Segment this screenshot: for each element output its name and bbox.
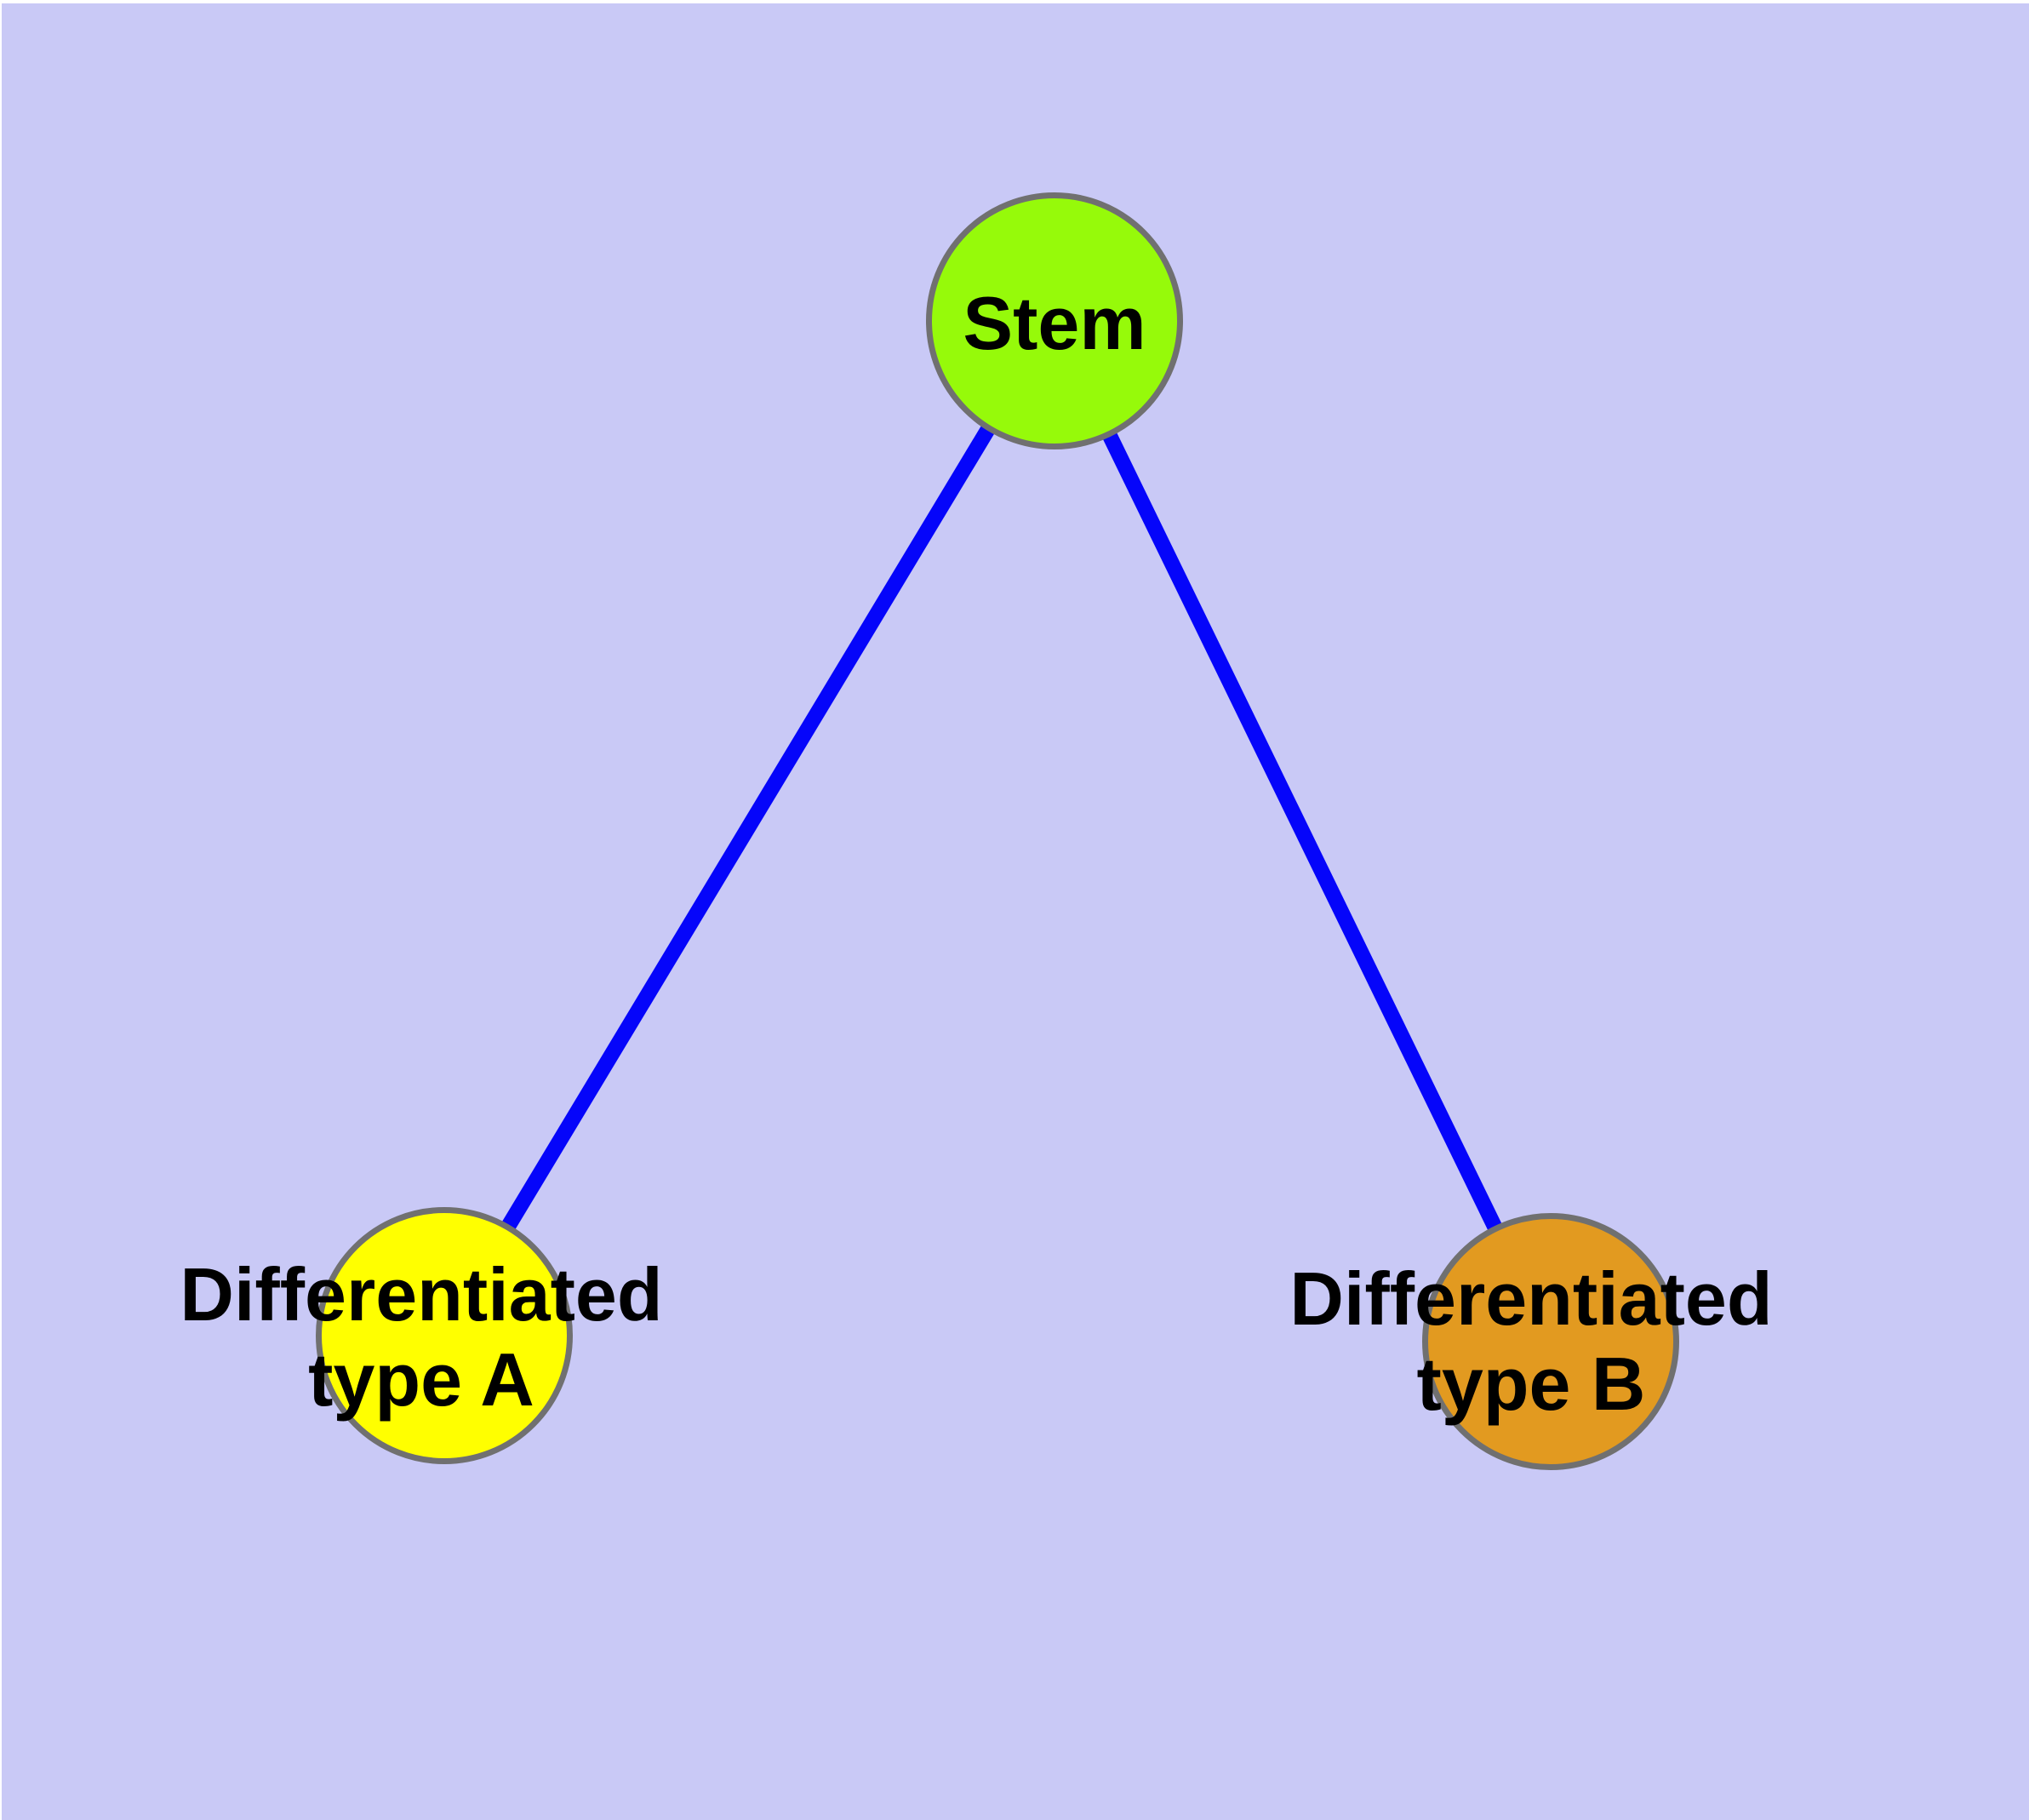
edges-layer: [437, 316, 1557, 1342]
node-stem: [926, 192, 1183, 449]
node-label-line: type A: [308, 1337, 534, 1422]
node-label-differentiated-type-b: Differentiated type B: [1289, 1256, 1772, 1427]
edge-stem-to-type-a: [437, 316, 1060, 1337]
node-differentiated-type-b: [1422, 1213, 1679, 1470]
node-label-line: Differentiated: [180, 1252, 663, 1336]
edge-stem-to-type-b: [1046, 317, 1557, 1342]
node-label-line: Differentiated: [1289, 1256, 1773, 1341]
node-label-differentiated-type-a: Differentiated type A: [180, 1252, 662, 1422]
node-label-stem: Stem: [963, 281, 1146, 366]
node-label-line: type B: [1416, 1342, 1646, 1426]
node-differentiated-type-a: [316, 1207, 573, 1464]
node-label-line: Stem: [963, 281, 1146, 365]
